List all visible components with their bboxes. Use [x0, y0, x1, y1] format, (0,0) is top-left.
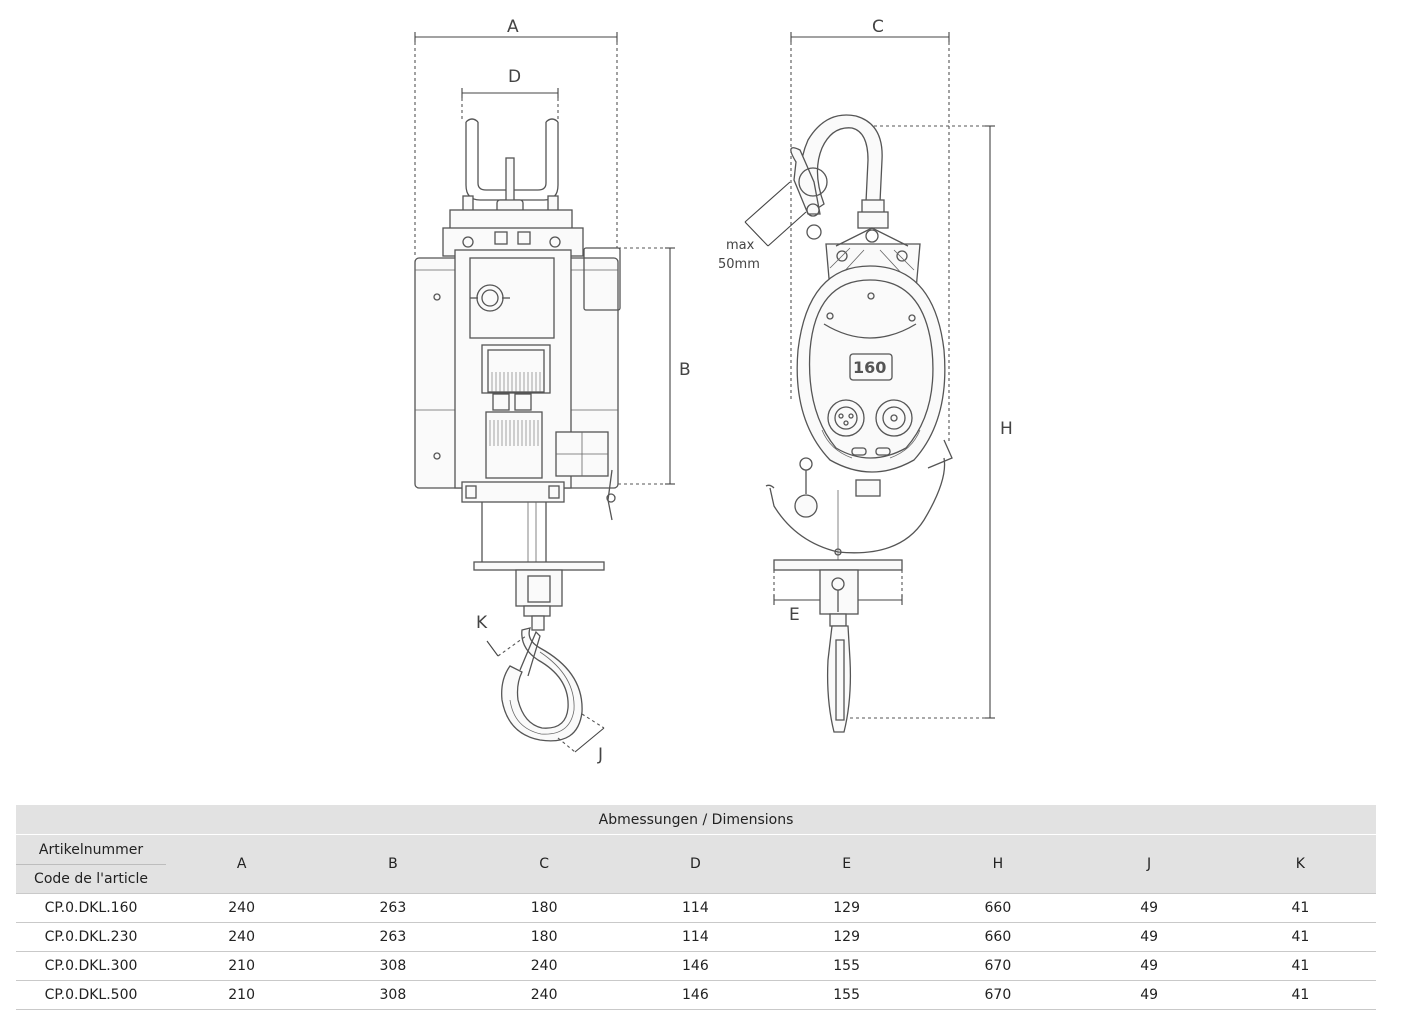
column-header-k: K	[1224, 834, 1376, 894]
max-label-line1: max	[726, 238, 755, 253]
dimensions-table: Abmessungen / Dimensions Artikelnummer A…	[16, 805, 1376, 1010]
model-badge	[849, 353, 893, 381]
cell-d: 146	[619, 980, 771, 1010]
dim-label-e: E	[789, 605, 800, 625]
table-caption: Abmessungen / Dimensions	[16, 805, 1376, 835]
cell-b: 308	[317, 980, 469, 1010]
dim-label-d: D	[508, 67, 521, 87]
cell-k: 41	[1224, 922, 1376, 952]
table-row: CP.0.DKL.300 210 308 240 146 155 670 49 …	[16, 951, 1376, 981]
drum-coil-lower	[489, 420, 539, 446]
column-header-b: B	[317, 834, 469, 894]
table-row: CP.0.DKL.500 210 308 240 146 155 670 49 …	[16, 980, 1376, 1010]
cell-c: 180	[468, 922, 620, 952]
article-code: CP.0.DKL.500	[16, 980, 166, 1010]
cell-e: 129	[771, 922, 923, 952]
column-header-d: D	[619, 834, 771, 894]
article-code: CP.0.DKL.160	[16, 893, 166, 923]
dim-label-b: B	[679, 360, 691, 380]
cell-c: 240	[468, 980, 620, 1010]
article-code: CP.0.DKL.300	[16, 951, 166, 981]
cell-b: 263	[317, 922, 469, 952]
cell-d: 114	[619, 922, 771, 952]
cell-h: 670	[922, 951, 1074, 981]
cell-c: 240	[468, 951, 620, 981]
column-header-c: C	[468, 834, 620, 894]
cell-e: 155	[771, 980, 923, 1010]
cell-h: 660	[922, 922, 1074, 952]
hoist-technical-drawing: A D	[414, 17, 1013, 765]
front-view: A D	[414, 17, 691, 765]
cell-h: 660	[922, 893, 1074, 923]
article-number-header-de: Artikelnummer	[16, 834, 166, 865]
article-code: CP.0.DKL.230	[16, 922, 166, 952]
dim-label-h: H	[1000, 419, 1013, 439]
dimensions-table-container: Abmessungen / Dimensions Artikelnummer A…	[16, 805, 1376, 1010]
cell-d: 146	[619, 951, 771, 981]
cell-j: 49	[1073, 922, 1225, 952]
drum-coil-upper	[491, 372, 541, 392]
cell-e: 155	[771, 951, 923, 981]
dim-label-k: K	[476, 613, 488, 633]
cell-j: 49	[1073, 951, 1225, 981]
cell-b: 308	[317, 951, 469, 981]
dim-label-j: J	[597, 745, 603, 765]
cell-h: 670	[922, 980, 1074, 1010]
cell-b: 263	[317, 893, 469, 923]
dim-label-c: C	[872, 17, 884, 37]
cell-k: 41	[1224, 980, 1376, 1010]
column-header-a: A	[166, 834, 318, 894]
side-view: C H max 50mm	[718, 17, 1013, 733]
cell-a: 210	[166, 980, 318, 1010]
cell-e: 129	[771, 893, 923, 923]
cell-a: 210	[166, 951, 318, 981]
max-label-line2: 50mm	[718, 257, 760, 272]
table-row: CP.0.DKL.230 240 263 180 114 129 660 49 …	[16, 922, 1376, 952]
cell-a: 240	[166, 893, 318, 923]
model-badge-text: 160	[853, 358, 886, 377]
cell-j: 49	[1073, 980, 1225, 1010]
cell-k: 41	[1224, 893, 1376, 923]
cell-d: 114	[619, 893, 771, 923]
table-row: CP.0.DKL.160 240 263 180 114 129 660 49 …	[16, 893, 1376, 923]
article-number-header-fr: Code de l'article	[16, 864, 166, 894]
column-header-e: E	[771, 834, 923, 894]
cell-k: 41	[1224, 951, 1376, 981]
cell-a: 240	[166, 922, 318, 952]
dim-label-a: A	[507, 17, 519, 37]
cell-j: 49	[1073, 893, 1225, 923]
column-header-j: J	[1073, 834, 1225, 894]
column-header-h: H	[922, 834, 1074, 894]
cell-c: 180	[468, 893, 620, 923]
